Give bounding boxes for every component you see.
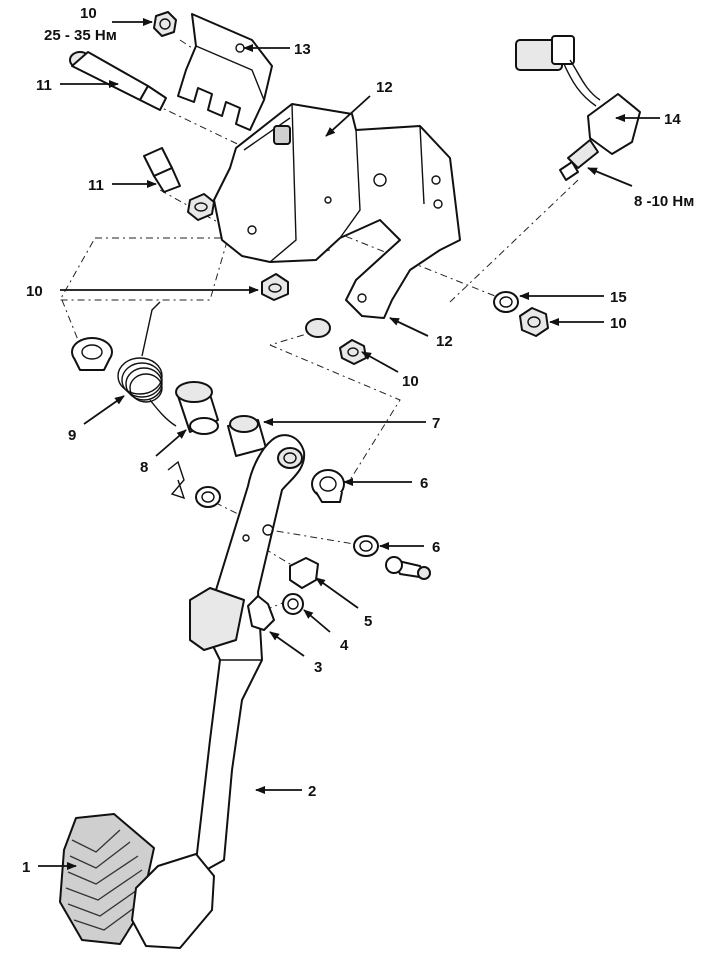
callout-15: 15 bbox=[610, 289, 627, 306]
callout-12-top: 12 bbox=[376, 79, 393, 96]
nut-small bbox=[187, 193, 215, 221]
bushing-8 bbox=[175, 381, 219, 435]
pivot-sleeve-7 bbox=[227, 415, 267, 457]
clevis-pin bbox=[385, 556, 431, 580]
pedal-arm-2 bbox=[189, 434, 306, 871]
callout-10-right: 10 bbox=[610, 315, 627, 332]
callout-arrows bbox=[38, 18, 660, 870]
callout-7: 7 bbox=[432, 415, 440, 432]
bolt-11-short bbox=[143, 147, 181, 193]
callout-10-left: 10 bbox=[26, 283, 43, 300]
bracket-13 bbox=[177, 13, 273, 131]
washer-15 bbox=[493, 291, 519, 313]
callout-2: 2 bbox=[308, 783, 316, 800]
bolt-11-long bbox=[69, 51, 167, 111]
bushing-6-upper bbox=[311, 469, 345, 503]
nut-10-top bbox=[153, 11, 177, 37]
retaining-clip bbox=[167, 460, 186, 500]
stopper-5 bbox=[289, 557, 319, 589]
callout-11-long: 11 bbox=[36, 77, 52, 94]
callout-4: 4 bbox=[340, 637, 349, 654]
callout-labels: 10 25 - 35 Нм 11 13 12 14 11 8 -10 Нм 10… bbox=[22, 5, 694, 876]
callout-3: 3 bbox=[314, 659, 322, 676]
pedal-pad-1 bbox=[59, 813, 215, 949]
callout-1: 1 bbox=[22, 859, 30, 876]
nut-10-left bbox=[261, 273, 289, 301]
callout-9: 9 bbox=[68, 427, 76, 444]
callout-12-bottom: 12 bbox=[436, 333, 453, 350]
callout-6-upper: 6 bbox=[420, 475, 428, 492]
nut-10-bottom bbox=[339, 339, 367, 365]
bushing-left bbox=[71, 337, 113, 371]
bracket-12 bbox=[213, 103, 461, 319]
spring-9 bbox=[117, 301, 177, 427]
callout-5: 5 bbox=[364, 613, 372, 630]
torque-switch: 8 -10 Нм bbox=[634, 193, 694, 210]
callout-6-lower: 6 bbox=[432, 539, 440, 556]
callout-8: 8 bbox=[140, 459, 148, 476]
callout-10-top: 10 bbox=[80, 5, 97, 22]
stopper-cap bbox=[305, 318, 331, 338]
switch-14 bbox=[515, 35, 641, 181]
washer-4 bbox=[282, 593, 304, 615]
callout-11-short: 11 bbox=[88, 177, 104, 194]
callout-10-bottom: 10 bbox=[402, 373, 419, 390]
callout-13: 13 bbox=[294, 41, 311, 58]
nut-10-right bbox=[519, 307, 549, 337]
callout-14: 14 bbox=[664, 111, 681, 128]
bushing-6-lower bbox=[353, 535, 379, 557]
washer-left bbox=[195, 486, 221, 508]
torque-top: 25 - 35 Нм bbox=[44, 27, 117, 44]
